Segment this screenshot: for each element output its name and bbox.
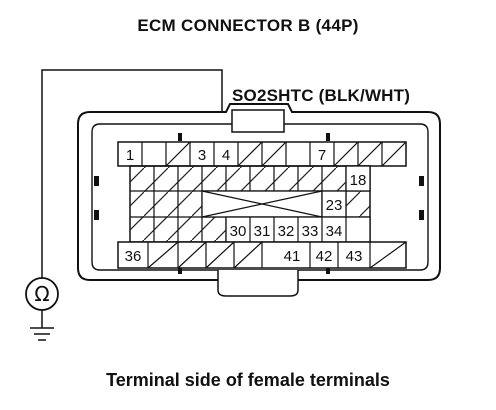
terminal-18: 18	[350, 172, 367, 189]
terminal-36: 36	[125, 248, 142, 265]
ohm-symbol: Ω	[34, 282, 49, 306]
terminal-32: 32	[278, 223, 295, 240]
wire-label: SO2SHTC (BLK/WHT)	[232, 86, 411, 105]
ground-icon	[30, 327, 54, 341]
terminal-34: 34	[326, 223, 343, 240]
terminal-42: 42	[316, 248, 333, 265]
terminal-grid	[117, 141, 407, 269]
terminal-3: 3	[198, 147, 206, 164]
ohmmeter-icon: Ω	[25, 277, 59, 328]
terminal-43: 43	[346, 248, 363, 265]
terminal-23: 23	[326, 197, 343, 214]
terminal-4: 4	[222, 147, 230, 164]
terminal-1: 1	[126, 147, 134, 164]
terminal-31: 31	[254, 223, 271, 240]
terminal-30: 30	[230, 223, 247, 240]
terminal-41: 41	[284, 248, 301, 265]
terminal-33: 33	[302, 223, 319, 240]
terminal-7: 7	[318, 147, 326, 164]
diagram-caption: Terminal side of female terminals	[106, 370, 390, 390]
connector-title: ECM CONNECTOR B (44P)	[137, 16, 359, 35]
terminal-labels: 1 3 4 7 18 23 30 31 32 33 34 36 41 42 43	[125, 147, 367, 265]
